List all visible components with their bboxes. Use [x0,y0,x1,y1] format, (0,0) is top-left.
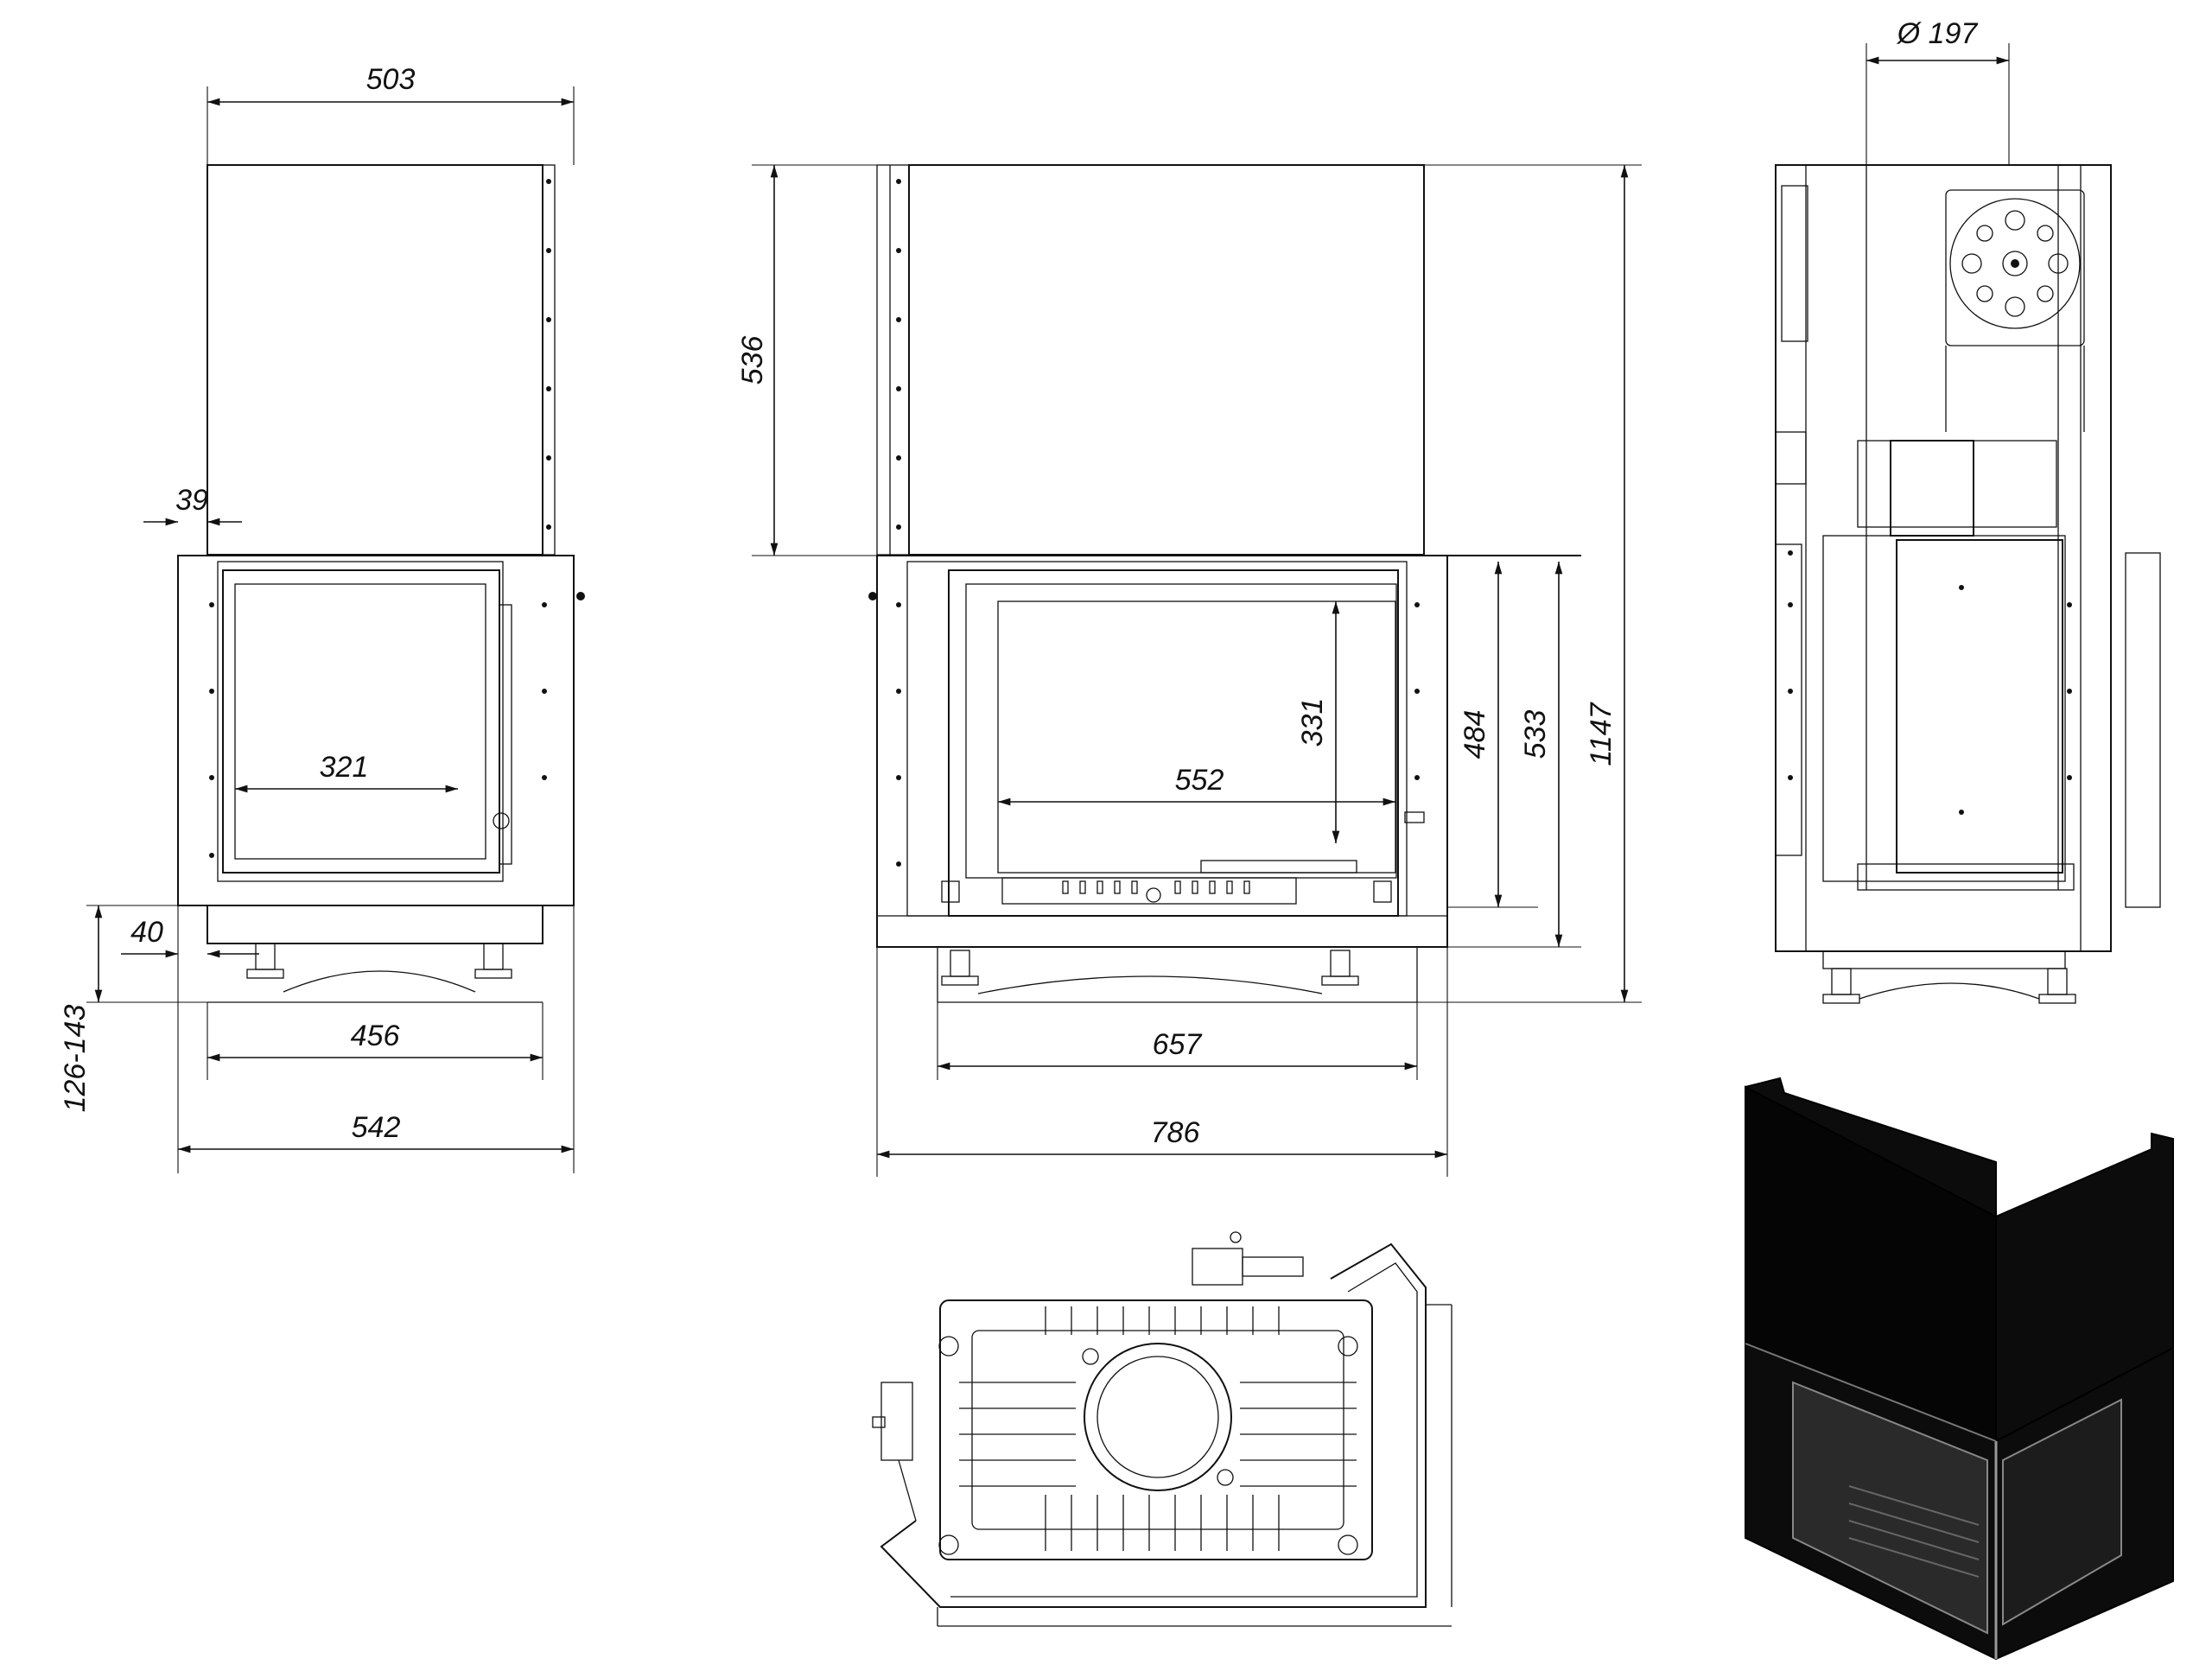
dim-552: 552 [1175,764,1224,797]
dim-39: 39 [175,484,208,517]
dim-536: 536 [736,336,769,385]
front-hood-screws [896,179,901,530]
dim-533: 533 [1519,710,1552,759]
dim-456: 456 [351,1020,400,1052]
back-view: Ø 197 [1775,17,2161,1004]
dim-126-143: 126-143 [59,1005,92,1113]
plan-ribs-top [1045,1306,1280,1335]
side-hood-screws [546,179,551,530]
front-body-screws [896,602,1420,867]
dim-786: 786 [1151,1116,1200,1149]
dim-503: 503 [366,63,416,96]
dim-657: 657 [1153,1028,1203,1061]
side-view: 503 39 321 40 126-143 456 542 [59,63,585,1173]
side-body-screws [209,602,547,858]
dim-484: 484 [1459,710,1491,759]
front-grate-slots [1062,880,1250,903]
back-screws [1788,550,2072,815]
front-view: 536 331 552 484 533 1147 657 786 [736,164,1642,1177]
render-grate [1848,1485,1980,1578]
dim-321: 321 [320,751,369,784]
dim-1147: 1147 [1585,702,1618,766]
plan-view [872,1231,1452,1627]
flue-holes [1961,210,2069,317]
plan-ribs-bottom [1045,1495,1280,1551]
dim-542: 542 [352,1111,401,1144]
dim-flue-diameter: Ø 197 [1897,17,1979,50]
dim-40: 40 [130,916,163,949]
plan-fins [959,1382,1357,1487]
dim-331: 331 [1296,698,1329,747]
render-3d [1745,1077,2174,1661]
